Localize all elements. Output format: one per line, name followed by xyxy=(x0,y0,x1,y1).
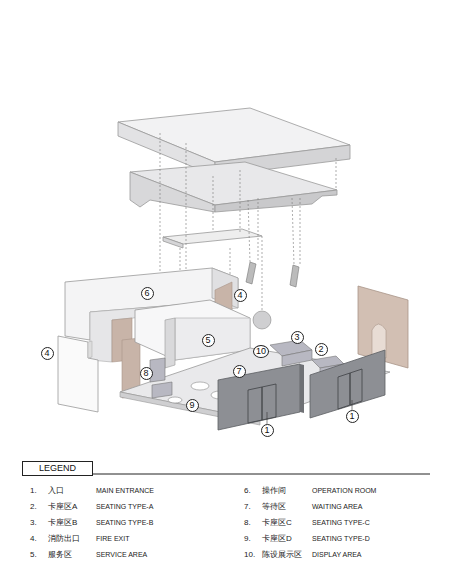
callout-number: 4 xyxy=(234,289,247,302)
legend-chinese: 卡座区A xyxy=(48,502,77,512)
legend-heading: LEGEND xyxy=(39,463,76,473)
legend-chinese: 卡座区D xyxy=(262,534,292,544)
callout-text: 5 xyxy=(205,335,210,345)
callout-text: 3 xyxy=(294,332,299,342)
legend-number: 10. xyxy=(244,550,255,560)
callout-text: 8 xyxy=(143,368,148,378)
legend-english: OPERATION ROOM xyxy=(312,486,376,496)
callout-number: 1 xyxy=(346,410,359,423)
legend-english: MAIN ENTRANCE xyxy=(96,486,154,496)
callout-number: 3 xyxy=(291,331,304,344)
callout-text: 1 xyxy=(349,411,354,421)
callout-number: 9 xyxy=(186,399,199,412)
legend-number: 7. xyxy=(244,502,251,512)
legend-number: 3. xyxy=(30,518,37,528)
callout-number: 1 xyxy=(261,424,274,437)
legend-chinese: 陈设展示区 xyxy=(262,550,302,560)
legend-chinese: 入口 xyxy=(48,486,64,496)
legend-number: 2. xyxy=(30,502,37,512)
legend-english: FIRE EXIT xyxy=(96,534,129,544)
legend-chinese: 卡座区C xyxy=(262,518,292,528)
legend-number: 9. xyxy=(244,534,251,544)
legend-chinese: 消防出口 xyxy=(48,534,80,544)
callout-number: 5 xyxy=(202,334,215,347)
callout-text: 6 xyxy=(144,288,149,298)
legend-english: SERVICE AREA xyxy=(96,550,147,560)
callout-text: 4 xyxy=(237,290,242,300)
legend-english: WAITING AREA xyxy=(312,502,362,512)
legend-number: 5. xyxy=(30,550,37,560)
legend-chinese: 卡座区B xyxy=(48,518,77,528)
legend-number: 1. xyxy=(30,486,37,496)
legend-english: SEATING TYPE-B xyxy=(96,518,153,528)
callout-text: 2 xyxy=(318,344,323,354)
legend-english: SEATING TYPE-C xyxy=(312,518,370,528)
callout-number: 4 xyxy=(41,347,54,360)
callout-number: 10 xyxy=(253,345,269,358)
callout-number: 7 xyxy=(233,365,246,378)
legend-number: 6. xyxy=(244,486,251,496)
legend-english: SEATING TYPE-A xyxy=(96,502,153,512)
callout-number: 6 xyxy=(141,287,154,300)
legend-heading-box: LEGEND xyxy=(22,461,93,476)
callout-number: 8 xyxy=(140,367,153,380)
callout-text: 9 xyxy=(189,400,194,410)
callout-text: 7 xyxy=(236,366,241,376)
legend-english: SEATING TYPE-D xyxy=(312,534,370,544)
legend-english: DISPLAY AREA xyxy=(312,550,362,560)
callout-number: 2 xyxy=(315,343,328,356)
legend-chinese: 操作间 xyxy=(262,486,286,496)
legend-number: 8. xyxy=(244,518,251,528)
legend-number: 4. xyxy=(30,534,37,544)
legend-chinese: 服务区 xyxy=(48,550,72,560)
callout-text: 4 xyxy=(44,348,49,358)
callout-text: 1 xyxy=(264,425,269,435)
legend-chinese: 等待区 xyxy=(262,502,286,512)
callout-text: 10 xyxy=(256,346,266,356)
